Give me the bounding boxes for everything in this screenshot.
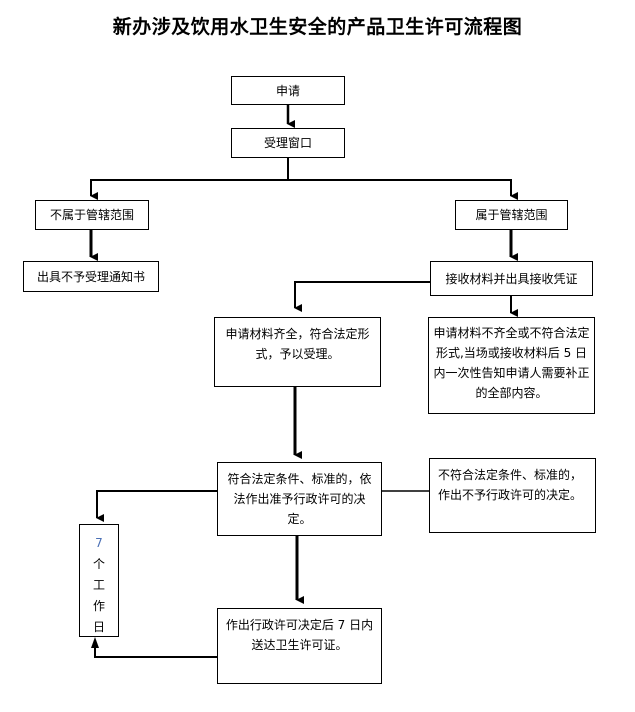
flowchart-title: 新办涉及饮用水卫生安全的产品卫生许可流程图 [112,16,523,38]
node-apply: 申请 [231,76,345,105]
node-in-scope-label: 属于管辖范围 [475,208,548,222]
node-receive-materials-label: 接收材料并出具接收凭证 [445,271,578,286]
working-days-number: 7 [95,536,103,550]
node-deny-decision: 不符合法定条件、标准的，作出不予行政许可的决定。 [429,458,596,533]
arrowhead-up [91,637,99,648]
working-days-char: 日 [92,620,105,634]
line-split-left [90,179,288,200]
node-materials-complete: 申请材料齐全，符合法定形式，予以受理。 [214,317,381,387]
working-days-char: 作 [92,599,105,613]
node-receive-materials: 接收材料并出具接收凭证 [430,261,593,296]
node-deny-decision-label: 不符合法定条件、标准的，作出不予行政许可的决定。 [438,468,583,502]
arrow-approve-to-working-days [96,490,217,522]
line-split-right [288,179,518,200]
node-working-days: 7 个 工 作 日 [79,524,119,637]
working-days-char: 个 [92,557,105,571]
node-materials-complete-label: 申请材料齐全，符合法定形式，予以受理。 [225,327,370,361]
node-apply-label: 申请 [275,83,300,98]
arrow-issue-to-working-days [94,648,217,658]
node-acceptance-window: 受理窗口 [231,128,345,158]
node-rejection-notice-label: 出具不予受理通知书 [36,269,145,284]
node-materials-incomplete: 申请材料不齐全或不符合法定形式,当场或接收材料后 5 日内一次性告知申请人需要补… [428,317,595,414]
node-out-of-scope: 不属于管辖范围 [35,200,149,230]
working-days-char: 工 [92,578,105,592]
node-approve-decision-label: 符合法定条件、标准的，依法作出准予行政许可的决定。 [227,472,372,526]
node-approve-decision: 符合法定条件、标准的，依法作出准予行政许可的决定。 [217,462,382,536]
node-issue-license: 作出行政许可决定后 7 日内送达卫生许可证。 [217,608,382,684]
arrow-receive-to-complete [294,281,430,312]
node-out-of-scope-label: 不属于管辖范围 [49,208,134,222]
node-issue-license-label: 作出行政许可决定后 7 日内送达卫生许可证。 [225,618,374,652]
node-materials-incomplete-label: 申请材料不齐全或不符合法定形式,当场或接收材料后 5 日内一次性告知申请人需要补… [433,326,590,400]
node-rejection-notice: 出具不予受理通知书 [23,261,159,292]
node-acceptance-window-label: 受理窗口 [263,136,312,150]
node-in-scope: 属于管辖范围 [455,200,568,230]
